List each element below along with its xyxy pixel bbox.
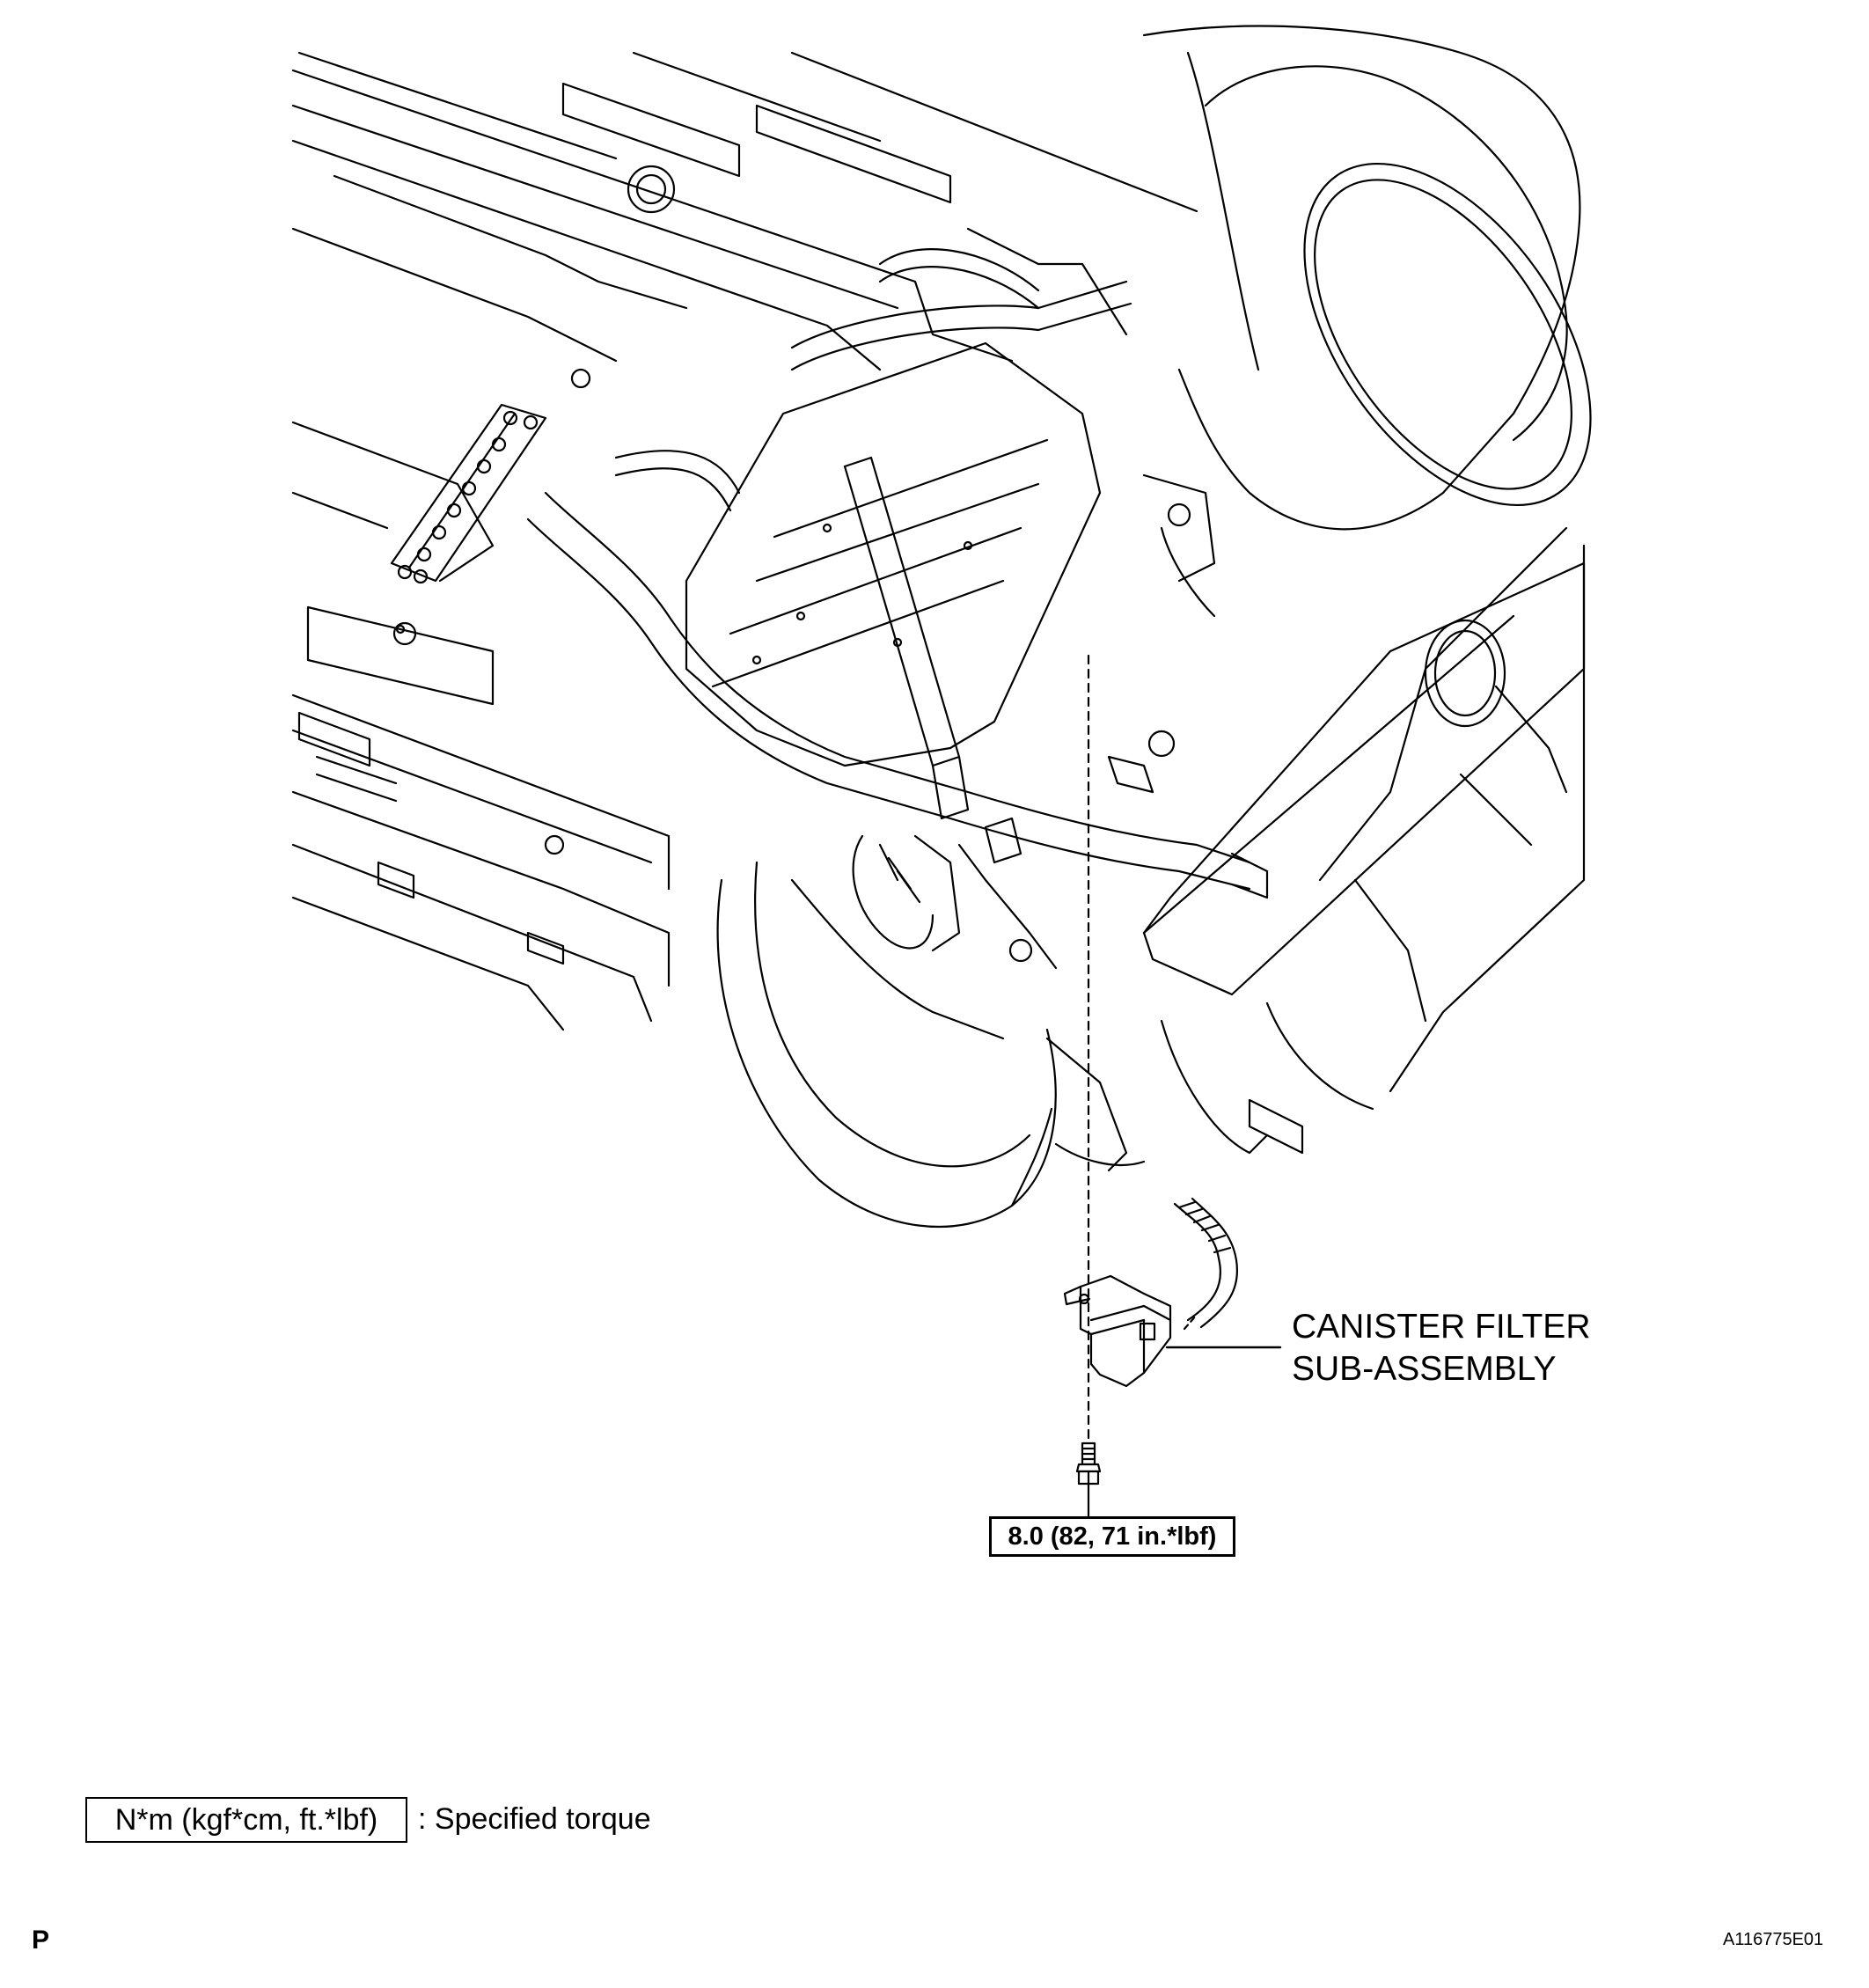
- front-tire-icon: [1142, 25, 1592, 531]
- bolt-torque-callout: 8.0 (82, 71 in.*lbf): [989, 1516, 1235, 1557]
- part-label-line2: SUB-ASSEMBLY: [1292, 1350, 1557, 1388]
- figure-id: A116775E01: [1723, 1930, 1824, 1949]
- right-body-panels: [1318, 526, 1586, 1093]
- legend-torque-text: : Specified torque: [418, 1802, 651, 1836]
- part-label-line1: CANISTER FILTER: [1292, 1308, 1591, 1346]
- legend-torque-units: N*m (kgf*cm, ft.*lbf): [85, 1797, 407, 1843]
- fuel-pipe: [614, 227, 1132, 512]
- rear-tire-icon: [716, 861, 1057, 1229]
- upper-frame-rail: [291, 51, 1198, 371]
- exhaust-pipe: [526, 491, 1269, 899]
- muffler: [1142, 561, 1586, 1155]
- canister-filter-icon: [1063, 1274, 1198, 1388]
- bolt-icon: [1075, 1441, 1102, 1518]
- rear-suspension: [790, 473, 1216, 1172]
- left-body-panels: [291, 368, 671, 1031]
- hose: [1173, 1197, 1239, 1329]
- page-mark: P: [32, 1926, 50, 1955]
- crossmember: [390, 403, 547, 584]
